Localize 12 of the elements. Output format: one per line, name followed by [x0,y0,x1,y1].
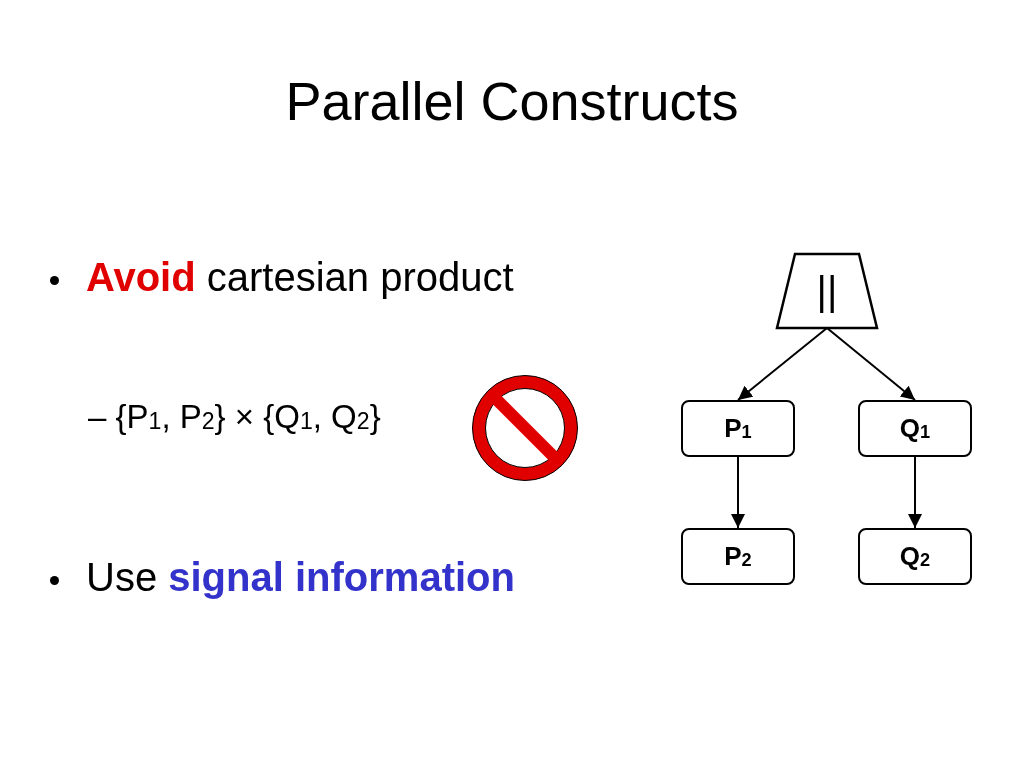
process-box [858,400,972,457]
arrow [826,327,916,401]
process-box [681,400,795,457]
parallel-symbol: || [816,268,838,314]
slide-title: Parallel Constructs [284,70,740,132]
arrow [737,327,828,401]
bullet-text: Use signal information [86,555,515,600]
bullet-text: Avoid cartesian product [86,255,514,300]
process-box [681,528,795,585]
arrow [908,456,922,529]
process-box [858,528,972,585]
arrow [731,456,745,529]
